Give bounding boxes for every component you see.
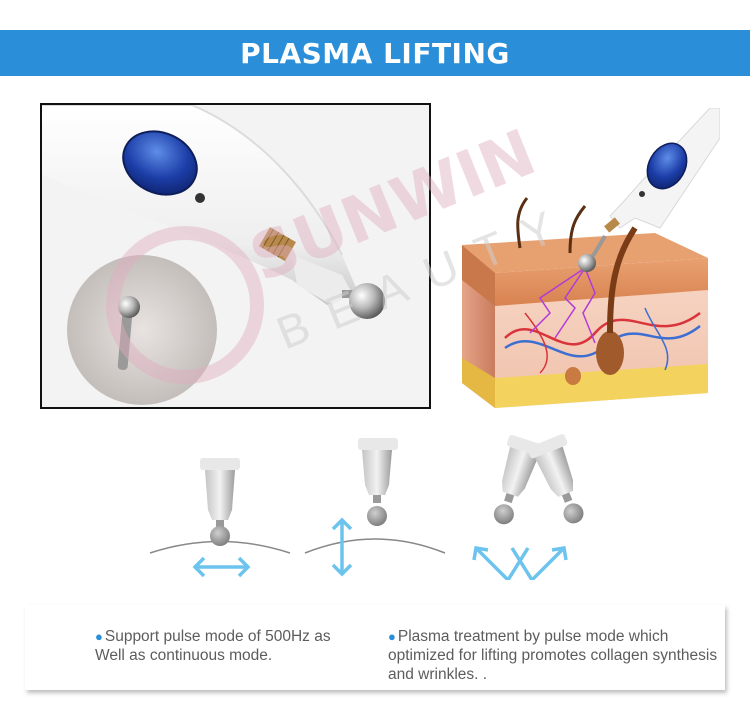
header-banner: PLASMA LIFTING xyxy=(0,30,750,76)
vertical-mode-group xyxy=(304,438,446,577)
feature-text: Plasma treatment by pulse mode which opt… xyxy=(388,628,718,683)
product-photo-closeup xyxy=(40,103,431,409)
motion-diagram xyxy=(149,434,584,583)
vertical-arrow-icon xyxy=(331,517,353,577)
bullet-dot-icon: ● xyxy=(95,629,103,644)
feature-item-pulse-mode: ●Support pulse mode of 500Hz as Well as … xyxy=(95,627,355,665)
feature-item-plasma-treatment: ●Plasma treatment by pulse mode which op… xyxy=(388,627,718,684)
horizontal-arrow-icon xyxy=(192,556,251,578)
horizontal-mode-group xyxy=(149,458,291,578)
v-mode-group xyxy=(472,434,584,583)
features-panel xyxy=(25,605,725,690)
bullet-dot-icon: ● xyxy=(388,629,396,644)
skin-diagram xyxy=(445,107,721,418)
v-arrows-icon xyxy=(472,545,568,583)
motion-modes-illustration xyxy=(140,430,620,583)
page-title: PLASMA LIFTING xyxy=(240,36,510,70)
skin-layers-illustration xyxy=(462,107,721,408)
feature-text: Support pulse mode of 500Hz as Well as c… xyxy=(95,628,331,664)
plasma-pen-closeup-image xyxy=(42,105,429,407)
